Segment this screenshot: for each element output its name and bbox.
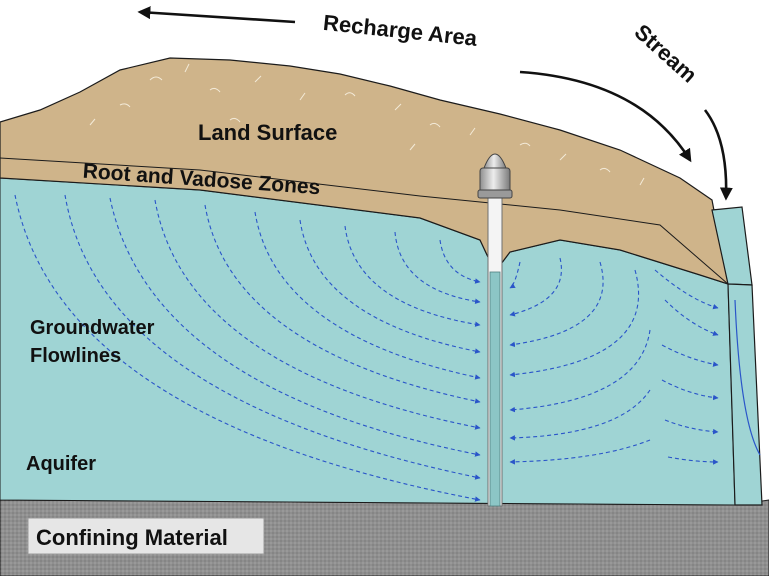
groundwater-label: Groundwater <box>30 317 155 339</box>
flowlines-left <box>14 194 481 502</box>
land-surface-soil <box>0 57 729 285</box>
well-pump-icon <box>477 153 513 507</box>
flow-arrow-icon <box>137 6 733 201</box>
stream-water-column <box>727 283 763 506</box>
flowlines-label: Flowlines <box>30 345 121 367</box>
aquifer-label: Aquifer <box>26 453 96 475</box>
confining-material-label: Confining Material <box>36 525 228 550</box>
land-surface-label: Land Surface <box>198 120 337 145</box>
recharge-area-label: Recharge Area <box>322 10 479 51</box>
flowlines-right-to-stream <box>654 269 719 465</box>
stream-label: Stream <box>630 19 702 87</box>
stream-bank-curve <box>734 299 761 456</box>
flowlines-right-to-well <box>509 257 651 465</box>
confining-label-box <box>27 517 265 555</box>
